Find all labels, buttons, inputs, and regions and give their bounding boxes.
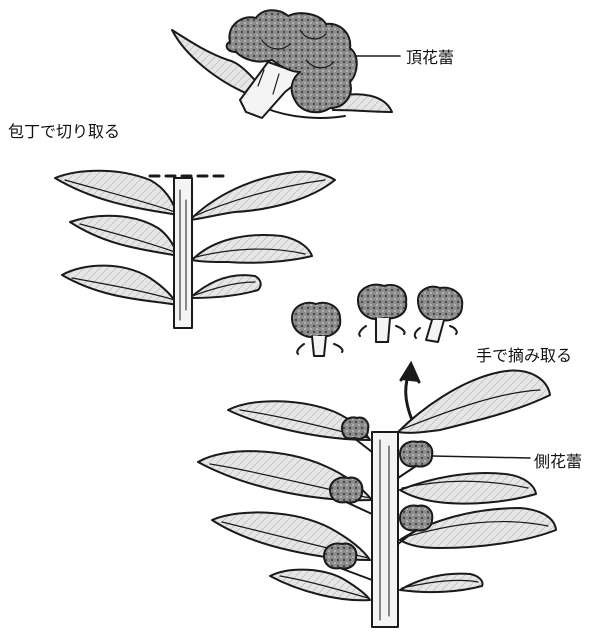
terminal-bud-illustration [172,10,400,118]
pick-by-hand-label: 手で摘み取る [476,342,572,366]
cut-plant-illustration [55,171,335,328]
terminal-bud-label: 頂花蕾 [406,44,454,68]
cut-with-knife-label: 包丁で切り取る [8,118,120,142]
side-bud-label: 側花蕾 [534,448,582,472]
upward-arrow-icon [401,364,419,420]
side-florets-illustration [292,285,462,356]
side-bud-plant-illustration [198,371,556,627]
